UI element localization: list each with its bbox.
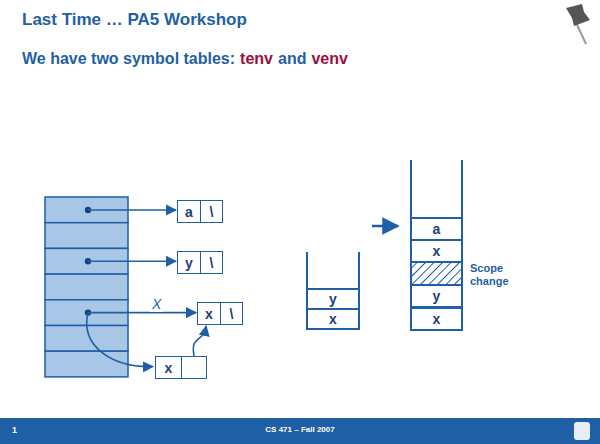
slide-title: Last Time … PA5 Workshop bbox=[22, 10, 247, 30]
subtitle-text: tenv bbox=[240, 50, 273, 68]
push-pin bbox=[566, 4, 590, 44]
list-node: x\ bbox=[197, 302, 243, 325]
list-node: x bbox=[155, 356, 207, 379]
stack-arrow bbox=[372, 225, 398, 228]
stack-cell: x bbox=[306, 308, 360, 330]
list-cell-text: \ bbox=[200, 252, 222, 273]
list-cell-text: x bbox=[198, 303, 220, 324]
stack-cell: y bbox=[410, 284, 463, 308]
slide-number: 1 bbox=[12, 425, 17, 435]
subtitle-text: We have two symbol tables: bbox=[22, 50, 235, 68]
list-cell-text: \ bbox=[220, 303, 242, 324]
stack-cell: a bbox=[410, 217, 463, 241]
stack-entry: y bbox=[433, 288, 441, 304]
subtitle-line: We have two symbol tables: tenvandvenv bbox=[22, 50, 348, 68]
subtitle-text: and bbox=[278, 50, 306, 68]
list-cell-text: \ bbox=[200, 201, 222, 222]
stack-cell: y bbox=[306, 288, 360, 310]
list-cell-text: a bbox=[178, 201, 200, 222]
stack-outline bbox=[411, 160, 462, 330]
empty-pointer-cell bbox=[181, 357, 206, 378]
footer-icon bbox=[574, 422, 590, 440]
hash-table bbox=[45, 197, 128, 377]
subtitle-text: venv bbox=[311, 50, 347, 68]
pointer-connector bbox=[193, 326, 206, 356]
footer-text: CS 471 – Fall 2007 bbox=[0, 425, 600, 434]
scope-change-label: Scope change bbox=[470, 262, 528, 287]
stack-entry: a bbox=[433, 221, 441, 237]
stack-entry: x bbox=[433, 311, 441, 327]
list-cell-text: y bbox=[178, 252, 200, 273]
footer-bar bbox=[0, 418, 600, 444]
stack-cell: x bbox=[410, 307, 463, 331]
list-node: y\ bbox=[177, 251, 223, 274]
stack-entry: y bbox=[329, 291, 337, 307]
scope-change-cell bbox=[411, 262, 462, 285]
pointer-arrow bbox=[87, 210, 196, 367]
stack-outline bbox=[307, 252, 359, 330]
list-node: a\ bbox=[177, 200, 223, 223]
cross-mark: X bbox=[150, 296, 163, 312]
stack-entry: x bbox=[329, 311, 337, 327]
stack-entry: x bbox=[433, 243, 441, 259]
stack-cell: x bbox=[410, 239, 463, 263]
list-cell-text: x bbox=[156, 357, 181, 378]
